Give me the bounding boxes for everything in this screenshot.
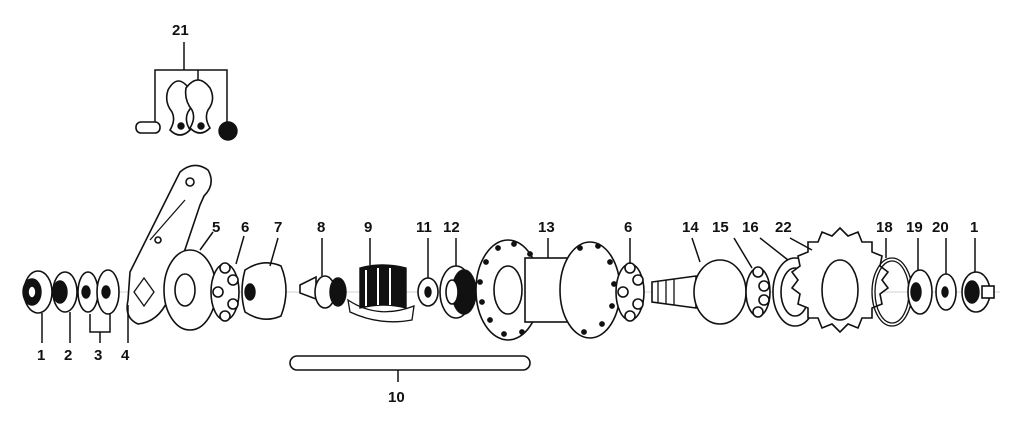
- label-9: 9: [364, 219, 372, 236]
- part-19-cone: 19: [906, 219, 933, 315]
- part-20-washer: 20: [932, 219, 957, 311]
- label-22: 22: [775, 219, 792, 236]
- part-11-washer: 11: [416, 219, 439, 307]
- label-8: 8: [317, 219, 325, 236]
- part-14-driver: 14: [651, 219, 747, 325]
- part-4-brake-arm: 4: [121, 164, 212, 364]
- label-13: 13: [538, 219, 555, 236]
- label-2: 2: [64, 347, 72, 364]
- label-10: 10: [388, 389, 405, 406]
- part-12-driver: 12: [439, 219, 477, 319]
- part-15-bearing: 15: [712, 219, 771, 318]
- part-6-left-bearing: 6: [210, 219, 249, 322]
- label-5: 5: [212, 219, 220, 236]
- part-22-sprocket: 22: [775, 219, 890, 334]
- part-21-chain-link: 21: [135, 22, 238, 141]
- label-12: 12: [443, 219, 460, 236]
- part-7-brake-cone: 7: [241, 219, 287, 320]
- part-10-axle: 10: [289, 355, 531, 406]
- label-19: 19: [906, 219, 923, 236]
- label-6-left: 6: [241, 219, 249, 236]
- part-13-hub-shell: 13: [475, 219, 621, 341]
- label-1-right: 1: [970, 219, 978, 236]
- label-3: 3: [94, 347, 102, 364]
- part-3-washers: 3: [77, 269, 120, 364]
- label-16: 16: [742, 219, 759, 236]
- label-7: 7: [274, 219, 282, 236]
- label-14: 14: [682, 219, 699, 236]
- label-6-right: 6: [624, 219, 632, 236]
- label-21: 21: [172, 22, 189, 39]
- label-18: 18: [876, 219, 893, 236]
- label-4: 4: [121, 347, 130, 364]
- label-15: 15: [712, 219, 729, 236]
- part-5-dust-cover: 5: [163, 219, 220, 331]
- part-2-nut: 2: [52, 271, 78, 364]
- label-20: 20: [932, 219, 949, 236]
- part-1-right-nut: 1: [961, 219, 995, 313]
- part-9-brake-shoe: 9: [347, 219, 415, 323]
- label-11: 11: [416, 219, 432, 236]
- part-1-left-nut: 1: [22, 270, 53, 364]
- label-1-left: 1: [37, 347, 45, 364]
- part-6-right-bearing: 6: [615, 219, 645, 322]
- part-8-clutch: 8: [299, 219, 347, 309]
